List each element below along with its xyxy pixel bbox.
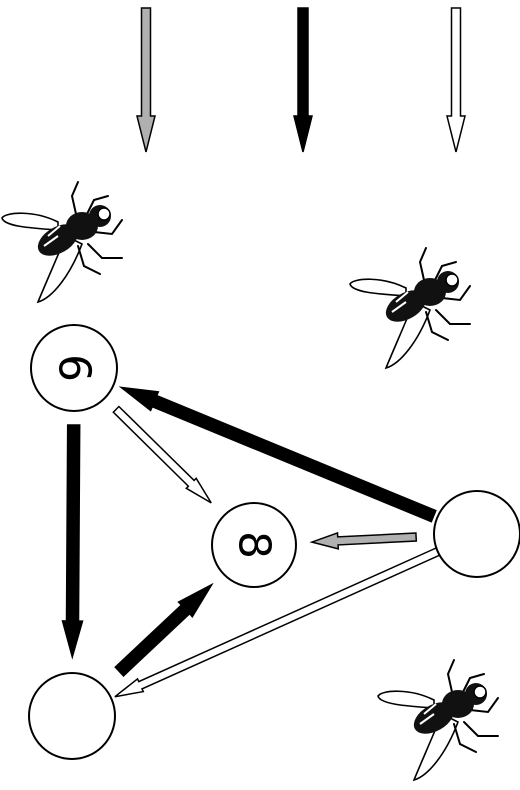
edge-arrow-top-left-to-bottom-left bbox=[61, 424, 84, 660]
node-circle bbox=[433, 490, 520, 578]
node-bottom-left bbox=[28, 672, 116, 760]
node-top-left: 6 bbox=[30, 324, 118, 412]
node-label: 6 bbox=[49, 354, 100, 382]
fly-icon bbox=[377, 659, 499, 781]
fly-icon bbox=[1, 181, 123, 303]
edge-arrow-top-left-to-center bbox=[112, 405, 212, 504]
node-right bbox=[433, 490, 520, 578]
node-circle bbox=[211, 502, 297, 588]
edge-arrow-bottom-left-to-center bbox=[114, 582, 214, 677]
edge-arrow-right-to-center bbox=[309, 531, 418, 550]
legend-arrow-white bbox=[446, 7, 466, 153]
edge-arrow-right-to-bottom-left bbox=[114, 547, 441, 698]
edges bbox=[61, 386, 441, 698]
node-label: 8 bbox=[229, 531, 280, 559]
node-circle bbox=[28, 672, 116, 760]
node-circle bbox=[30, 324, 118, 412]
node-center: 8 bbox=[211, 502, 297, 588]
legend bbox=[136, 7, 466, 153]
fly-icon bbox=[349, 247, 471, 369]
legend-arrow-black bbox=[293, 7, 313, 153]
edge-arrow-right-to-top-left bbox=[118, 386, 437, 523]
legend-arrow-gray bbox=[136, 7, 156, 153]
